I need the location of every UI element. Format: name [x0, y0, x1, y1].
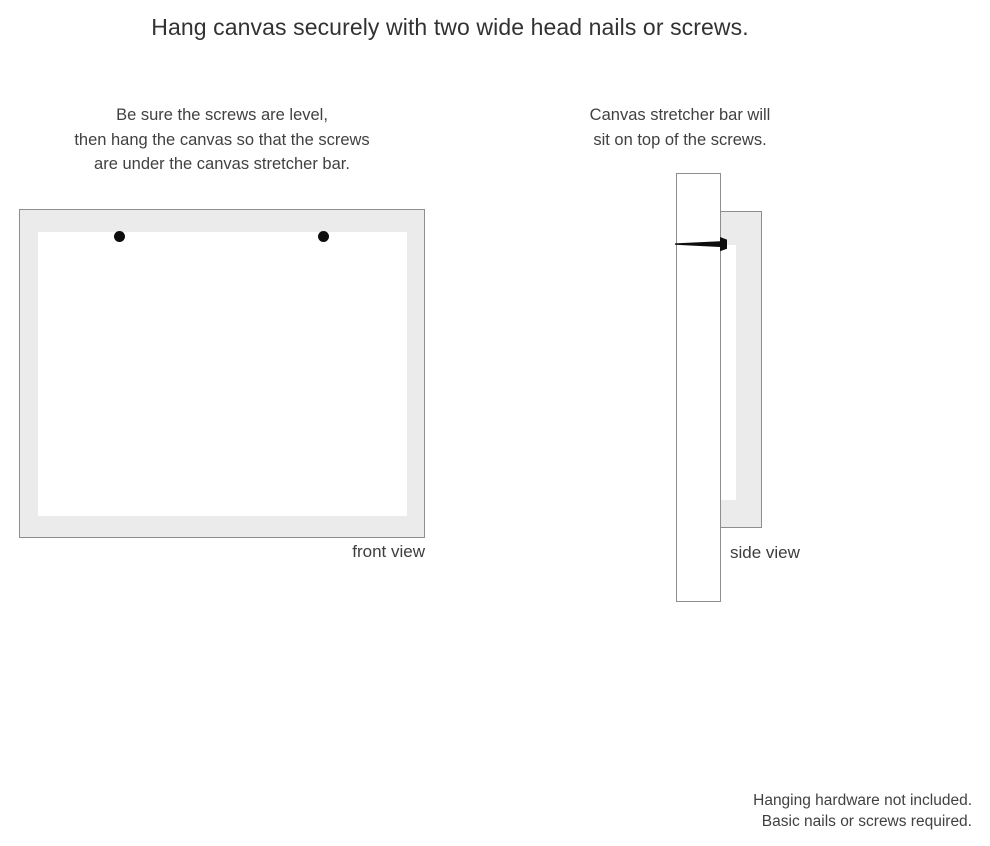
front-view-diagram	[19, 209, 425, 538]
page-title: Hang canvas securely with two wide head …	[151, 14, 749, 40]
front-view-instructions: Be sure the screws are level, then hang …	[74, 106, 370, 173]
nail-icon	[675, 237, 727, 252]
canvas-face-front	[38, 232, 407, 516]
footer-note: Hanging hardware not included. Basic nai…	[753, 792, 972, 830]
side-view-instructions: Canvas stretcher bar will sit on top of …	[589, 106, 771, 149]
front-view-label: front view	[352, 542, 425, 561]
screw-left-icon	[114, 231, 125, 242]
screw-right-icon	[318, 231, 329, 242]
side-view-label: side view	[730, 543, 800, 562]
side-view-diagram	[675, 173, 766, 605]
canvas-face-side	[721, 245, 736, 500]
